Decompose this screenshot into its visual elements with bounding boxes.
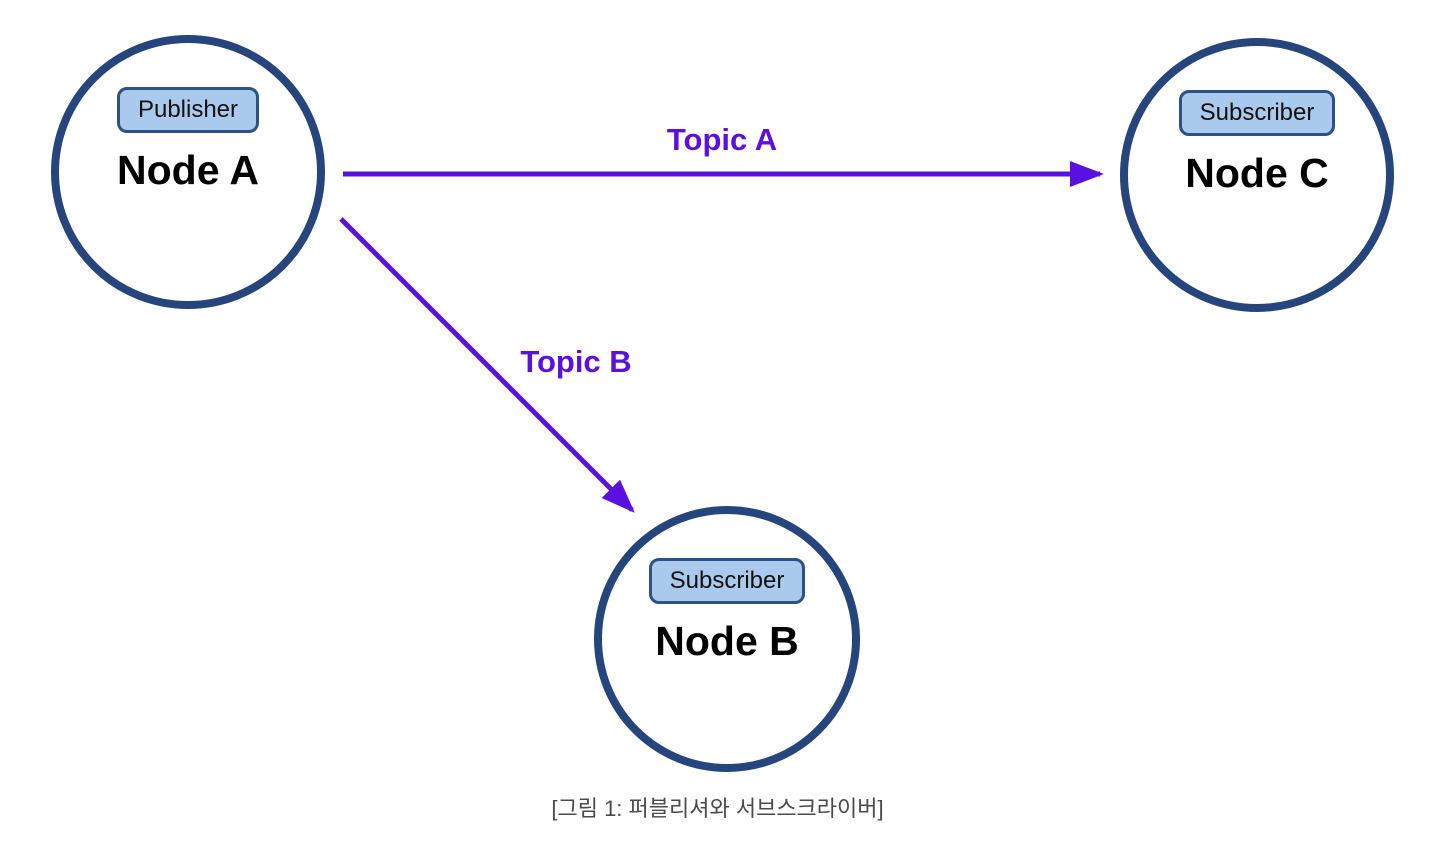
topic-a-label: Topic A <box>666 122 778 157</box>
node-c-circle: Subscriber Node C <box>1120 38 1394 312</box>
node-a-title: Node A <box>117 147 259 193</box>
node-b-title: Node B <box>655 618 799 664</box>
node-a-publisher-badge: Publisher <box>116 87 260 133</box>
figure-caption: [그림 1: 퍼블리셔와 서브스크라이버] <box>551 796 884 821</box>
node-c-subscriber-badge: Subscriber <box>1178 90 1336 136</box>
node-b-circle: Subscriber Node B <box>594 506 860 772</box>
node-b-badge-label: Subscriber <box>669 567 785 594</box>
node-a-circle: Publisher Node A <box>51 35 325 309</box>
node-c-title: Node C <box>1185 150 1329 196</box>
node-a-badge-label: Publisher <box>137 96 239 123</box>
node-c-badge-label: Subscriber <box>1199 99 1315 126</box>
node-b-subscriber-badge: Subscriber <box>648 558 806 604</box>
topic-b-label: Topic B <box>520 344 632 379</box>
